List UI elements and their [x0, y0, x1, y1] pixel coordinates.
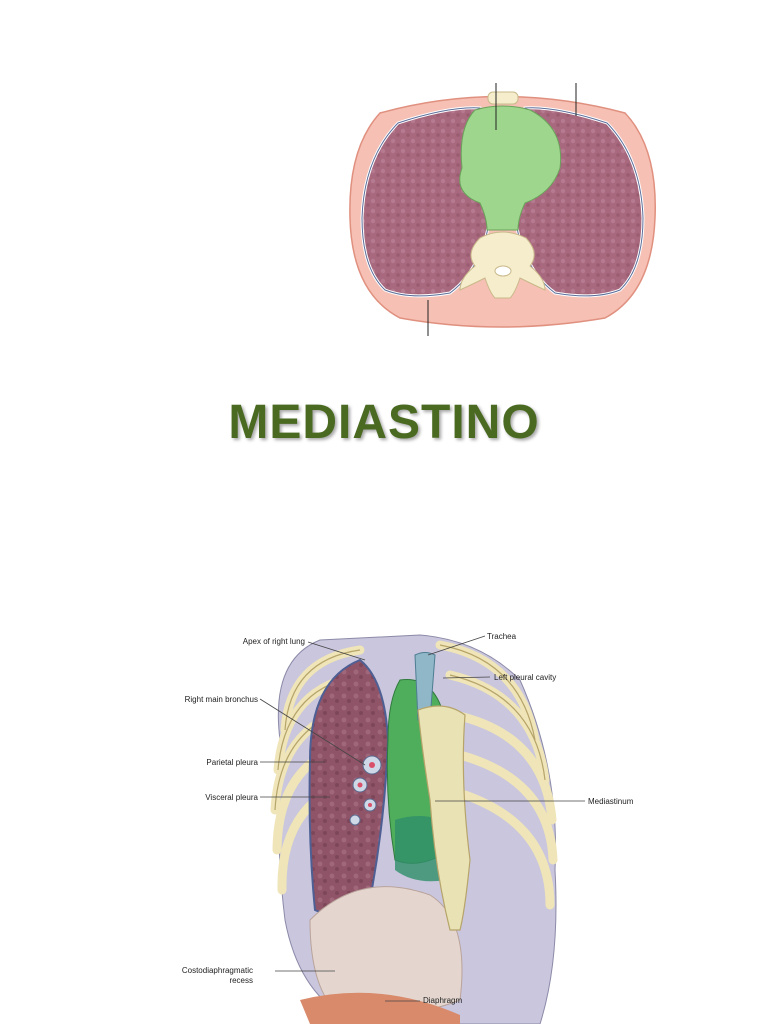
label-diaphragm: Diaphragm: [423, 996, 463, 1005]
label-trachea: Trachea: [487, 632, 517, 641]
label-recess: recess: [229, 976, 253, 985]
label-mediastinum: Mediastinum: [588, 797, 634, 806]
slide-title: MEDIASTINO: [228, 396, 540, 449]
label-visceral-pleura: Visceral pleura: [205, 793, 258, 802]
thorax-anatomy-illustration: [259, 634, 585, 1024]
label-apex-right-lung: Apex of right lung: [242, 637, 305, 646]
label-parietal-pleura: Parietal pleura: [206, 758, 258, 767]
label-right-main-bronchus: Right main bronchus: [184, 695, 258, 704]
label-costodiaphragmatic: Costodiaphragmatic: [181, 966, 253, 975]
label-left-pleural-cavity: Left pleural cavity: [494, 673, 557, 682]
thorax-cross-section-illustration: [349, 83, 656, 336]
